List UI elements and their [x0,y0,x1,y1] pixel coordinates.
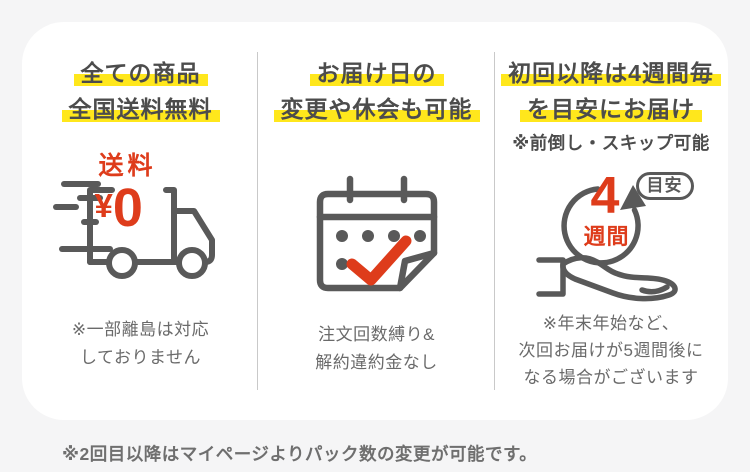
truck-bed-left [86,187,115,265]
cycle-arrow-head [619,185,646,210]
truck-icon: 送料 ¥0 [35,154,247,286]
benefit-free-shipping: 全ての商品 全国送料無料 [22,22,259,420]
yen-sign: ¥ [94,187,113,224]
zero-yen-label: ¥0 [94,178,143,238]
hand-palm [559,255,678,302]
calendar-dot [335,258,348,270]
weeks-label: 週間 [583,224,630,249]
truck-icon-svg [52,181,215,279]
calendar-body [316,190,437,292]
note-line: 次回お届けが5週間後に [518,341,704,360]
calendar-dot [361,230,374,242]
truck-wheel [105,247,138,279]
highlighted-text: 初回以降は4週間毎 [501,60,721,86]
benefits-card: 全ての商品 全国送料無料 [22,22,728,420]
four-weeks-number: 4 [590,167,620,225]
benefit-schedule-change: お届け日の 変更や休会も可能 [259,22,494,420]
highlighted-text: 変更や休会も可能 [273,96,480,122]
column-title: 初回以降は4週間毎 を目安にお届け [501,55,721,127]
column-divider [257,52,258,390]
column-title: お届け日の 変更や休会も可能 [273,55,480,127]
hand-cycle-icon-svg [535,185,678,302]
note-line: しておりません [80,348,201,367]
calendar-dot [335,230,348,242]
column-note: 注文回数縛り& 解約違約金なし [315,321,438,377]
approx-badge: 目安 [635,172,694,200]
column-note: ※年末年始など、 次回お届けが5週間後に なる場合がございます [519,310,704,391]
note-line: 解約違約金なし [315,353,438,372]
note-line: 注文回数縛り& [318,325,435,344]
truck-bed-right [162,187,177,265]
calendar-check-icon [312,172,442,294]
column-divider [494,52,495,390]
column-subnote: ※前倒し・スキップ可能 [512,133,710,153]
highlighted-text: 全国送料無料 [61,96,220,122]
truck-wheel [175,247,208,279]
note-line: ※一部離島は対応 [71,320,210,339]
shipping-fee-label: 送料 [98,152,157,180]
note-line: ※年末年始など、 [542,314,680,333]
calendar-fold [396,249,437,292]
calendar-dot [413,230,426,242]
note-line: なる場合がございます [523,368,699,387]
hand-cuff [535,257,566,297]
highlighted-text: を目安にお届け [519,96,702,122]
highlighted-text: お届け日の [309,60,444,86]
hand-finger-line [638,284,670,295]
check-mark [346,235,411,286]
title-line: 全国送料無料 [61,91,220,127]
zero-digit: 0 [112,178,143,238]
footer-note: ※2回目以降はマイページよりパック数の変更が可能です。 [62,444,538,464]
title-line: を目安にお届け [501,91,721,127]
calendar-icon-svg [316,175,437,292]
title-line: 全ての商品 [62,55,220,91]
recurring-delivery-hand-icon: 4 週間 目安 [529,168,694,304]
title-line: 変更や休会も可能 [273,91,480,127]
column-note: ※一部離島は対応 しておりません [72,316,209,372]
calendar-dot [387,230,400,242]
title-line: 初回以降は4週間毎 [501,55,721,91]
title-line: お届け日の [274,55,480,91]
highlighted-text: 全ての商品 [73,60,208,86]
column-title: 全ての商品 全国送料無料 [61,55,220,127]
benefit-four-week-cycle: 初回以降は4週間毎 を目安にお届け ※前倒し・スキップ可能 4 週間 目安 [494,22,728,420]
